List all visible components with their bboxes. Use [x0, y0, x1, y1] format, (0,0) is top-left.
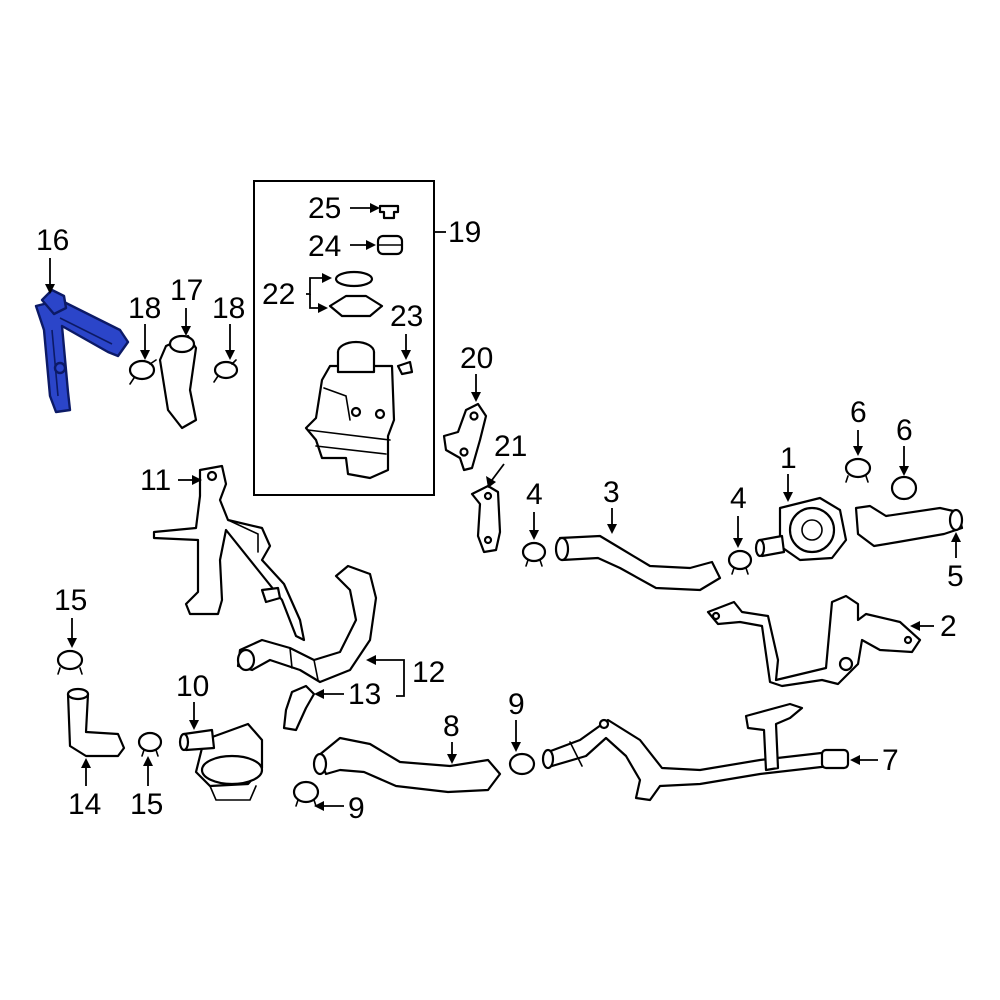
part-22-cap-and-seal[interactable]: [328, 270, 384, 318]
callout-18-right: 18: [212, 292, 245, 325]
callout-18-left: 18: [128, 292, 161, 325]
callout-6-right: 6: [896, 414, 913, 447]
callout-labels: 16 17 18 18 19 25 24 22 23 20 21 11 4 3 …: [36, 192, 964, 825]
part-18-clamp-right[interactable]: [213, 359, 239, 383]
callout-9-top: 9: [508, 688, 525, 721]
part-24-grommet[interactable]: [376, 234, 404, 256]
part-23-clip[interactable]: [396, 360, 414, 376]
part-5-hose[interactable]: [854, 504, 964, 548]
part-9-clamp-bottom[interactable]: [292, 780, 320, 807]
callout-1: 1: [780, 442, 797, 475]
callout-4-right: 4: [730, 482, 747, 515]
part-10-aux-pump[interactable]: [178, 722, 264, 801]
part-20-bracket[interactable]: [442, 402, 488, 472]
part-6-clamp-right[interactable]: [890, 475, 918, 501]
callout-8: 8: [443, 710, 460, 743]
part-16-coolant-pipe[interactable]: [34, 288, 130, 414]
callout-9-bottom: 9: [348, 792, 365, 825]
part-3-hose[interactable]: [554, 534, 722, 592]
callout-16: 16: [36, 224, 69, 257]
callout-4-left: 4: [526, 478, 543, 511]
part-1-water-pump[interactable]: [754, 496, 848, 562]
part-8-hose[interactable]: [312, 736, 502, 794]
part-2-bracket[interactable]: [706, 594, 922, 688]
callout-5: 5: [947, 560, 964, 593]
callout-22: 22: [262, 278, 295, 311]
callout-6-left: 6: [850, 396, 867, 429]
part-15-clamp-bottom[interactable]: [137, 731, 163, 757]
callout-10: 10: [176, 670, 209, 703]
callout-3: 3: [603, 476, 620, 509]
part-17-hose[interactable]: [158, 334, 198, 430]
reservoir-group-box: [253, 180, 446, 496]
part-12-hose[interactable]: [236, 564, 378, 684]
callout-25: 25: [308, 192, 341, 225]
callout-20: 20: [460, 342, 493, 375]
callout-11: 11: [140, 464, 171, 497]
part-4-clamp-left[interactable]: [521, 541, 547, 567]
part-18-clamp-left[interactable]: [128, 359, 157, 385]
callout-13: 13: [348, 678, 381, 711]
part-25-bolt[interactable]: [378, 204, 400, 220]
part-7-pipe[interactable]: [541, 702, 850, 802]
part-6-clamp-left[interactable]: [844, 457, 872, 483]
callout-23: 23: [390, 300, 423, 333]
part-11-bracket[interactable]: [152, 464, 306, 642]
callout-17: 17: [170, 274, 203, 307]
part-9-clamp-top[interactable]: [508, 752, 536, 776]
part-14-hose[interactable]: [66, 687, 126, 758]
part-13-clip[interactable]: [282, 684, 316, 732]
callout-19: 19: [448, 216, 481, 249]
leader-lines: [45, 203, 961, 811]
callout-12: 12: [412, 656, 445, 689]
callout-21: 21: [494, 430, 527, 463]
part-4-clamp-right[interactable]: [727, 549, 753, 575]
callout-15-bottom: 15: [130, 788, 163, 821]
callout-7: 7: [882, 744, 899, 777]
reservoir-tank[interactable]: [304, 340, 396, 480]
part-21-bracket[interactable]: [470, 484, 502, 554]
part-15-clamp-top[interactable]: [56, 649, 84, 675]
callout-2: 2: [940, 610, 957, 643]
callout-15-top: 15: [54, 584, 87, 617]
callout-24: 24: [308, 230, 341, 263]
callout-14: 14: [68, 788, 101, 821]
